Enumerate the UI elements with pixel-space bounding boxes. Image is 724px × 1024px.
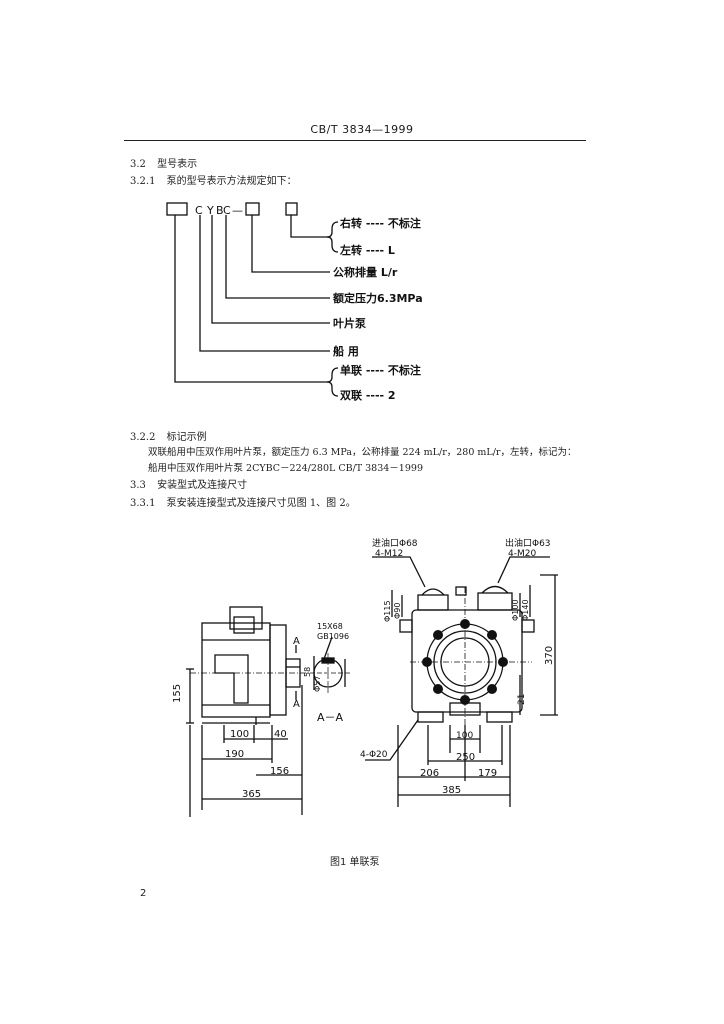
dim-365: 365 (242, 789, 261, 800)
section-a-a (310, 636, 350, 693)
dim-155: 155 (172, 684, 183, 703)
dim-115: Φ115 (383, 600, 392, 622)
section-text: 泵的型号表示方法规定如下： (166, 176, 297, 187)
label-pressure: 额定压力6.3MPa (333, 291, 423, 305)
leader-line (290, 215, 330, 238)
dim-100-bottom: 100 (456, 731, 473, 741)
leader-line (225, 215, 330, 299)
model-code-diagram: C Y B C — 右转 ---- 不标注 左转 ---- L 公称排量 L/r… (166, 202, 423, 402)
dim-156: 156 (270, 766, 289, 777)
outlet-bolts: 4-M20 (508, 549, 536, 559)
front-view (365, 556, 558, 807)
leader-line (199, 215, 330, 352)
dim-21: 21 (517, 694, 527, 705)
section-title: 标记示例 (166, 432, 207, 443)
section-3-3-1: 3.3.1 泵安装连接型式及连接尺寸见图 1、图 2。 (130, 494, 356, 509)
inlet-port (417, 594, 449, 611)
dim-58: 58 (303, 667, 312, 677)
figure-caption: 图1 单联泵 (330, 857, 380, 868)
dim-206: 206 (420, 768, 439, 779)
code-char: Y (206, 204, 214, 217)
code-char: C (195, 204, 203, 217)
dim-100-right: Φ100 (511, 599, 520, 621)
leader-line (211, 215, 330, 324)
code-box (166, 202, 188, 216)
key-label: 15X68 (317, 622, 343, 631)
dim-190: 190 (225, 749, 244, 760)
code-char: B (216, 204, 224, 217)
example-paragraph-2: 船用中压双作用叶片泵 2CYBC－224/280L CB/T 3834－1999 (148, 463, 423, 474)
dim-4-holes: 4-Φ20 (360, 750, 388, 760)
outlet-port (477, 592, 513, 611)
mounting-foot (417, 711, 444, 723)
section-number: 3.2.1 (130, 176, 156, 187)
section-mark-bottom: A (293, 699, 300, 710)
section-mark-top: A (293, 636, 300, 647)
leader-line (174, 215, 330, 383)
dim-57: Φ57 (313, 676, 322, 692)
code-char: — (232, 204, 243, 217)
key-standard: GB1096 (317, 632, 349, 641)
label-right-turn: 右转 ---- 不标注 (339, 216, 421, 230)
pump-cover (269, 624, 287, 716)
label-vane-pump: 叶片泵 (333, 316, 366, 330)
outlet-label: 出油口Φ63 (505, 537, 551, 549)
section-number: 3.2 (130, 159, 146, 170)
section-number: 3.2.2 (130, 432, 156, 443)
mounting-foot (486, 711, 513, 723)
brace (326, 221, 339, 253)
inlet-label: 进油口Φ68 (372, 537, 418, 549)
pump-front-body (411, 609, 523, 713)
section-3-3: 3.3 安装型式及连接尺寸 (130, 476, 247, 491)
code-box (245, 202, 260, 216)
code-char: C (223, 204, 231, 217)
dim-370: 370 (544, 646, 555, 665)
side-view (186, 606, 310, 817)
inlet-flange (229, 606, 263, 630)
dim-179: 179 (478, 768, 497, 779)
figure-1-drawing: 155 100 40 190 156 365 15X68 GB1096 58 Φ… (172, 537, 558, 817)
section-3-2-1: 3.2.1 泵的型号表示方法规定如下： (130, 172, 297, 187)
section-3-2: 3.2 型号表示 (130, 155, 197, 170)
inlet-bolts: 4-M12 (375, 549, 403, 559)
dim-40: 40 (274, 729, 287, 740)
section-label: A－A (317, 711, 344, 724)
label-left-turn: 左转 ---- L (339, 243, 395, 257)
dim-90: Φ90 (393, 603, 402, 619)
mounting-foot (214, 654, 249, 704)
brace (326, 367, 339, 397)
example-paragraph-1: 双联船用中压双作用叶片泵，额定压力 6.3 MPa，公称排量 224 mL/r，… (148, 447, 577, 458)
header-rule (124, 140, 586, 141)
standard-header: CB/T 3834—1999 (310, 123, 414, 136)
dim-140: Φ140 (521, 599, 530, 621)
section-number: 3.3.1 (130, 498, 156, 509)
page-number: 2 (140, 888, 147, 899)
section-3-2-2: 3.2.2 标记示例 (130, 428, 207, 443)
section-title: 型号表示 (157, 159, 198, 170)
leader-line (251, 215, 330, 273)
dim-385: 385 (442, 785, 461, 796)
label-single: 单联 ---- 不标注 (340, 363, 421, 377)
section-title: 安装型式及连接尺寸 (157, 480, 248, 491)
code-box (285, 202, 298, 216)
label-marine: 船 用 (333, 344, 359, 358)
dim-100-left: 100 (230, 729, 249, 740)
dim-250: 250 (456, 752, 475, 763)
label-displacement: 公称排量 L/r (333, 265, 398, 279)
section-text: 泵安装连接型式及连接尺寸见图 1、图 2。 (166, 498, 356, 509)
label-double: 双联 ---- 2 (340, 388, 396, 402)
section-number: 3.3 (130, 480, 146, 491)
